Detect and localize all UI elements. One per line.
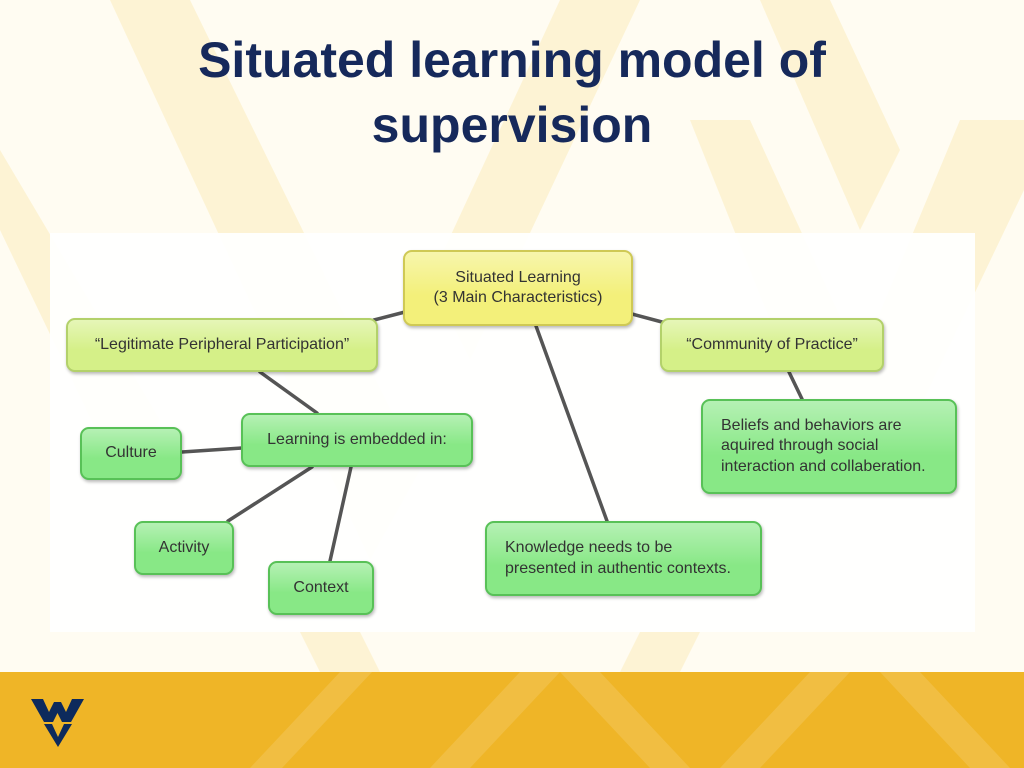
node-situated-learning-line: Situated Learning	[455, 268, 581, 286]
footer-stripe	[720, 672, 850, 768]
diagram-connectors	[180, 310, 804, 563]
footer-stripe-pattern	[250, 672, 1010, 768]
connector-embedded-to-context	[328, 465, 353, 563]
footer-stripe	[880, 672, 1010, 768]
logo-w-shape	[31, 699, 84, 722]
footer-stripe	[430, 672, 560, 768]
node-community-label: “Community of Practice”	[686, 335, 858, 353]
connector-root-to-community	[630, 312, 664, 324]
footer-band	[0, 672, 1024, 768]
node-activity-label: Activity	[158, 538, 210, 556]
connector-embedded-to-culture	[180, 446, 244, 454]
node-community-of-practice: “Community of Practice”	[660, 318, 884, 372]
footer-stripe	[250, 672, 372, 768]
node-culture: Culture	[80, 427, 182, 480]
node-activity: Activity	[134, 521, 234, 575]
slide-title: Situated learning model of supervision	[198, 32, 826, 153]
node-situated-learning: Situated Learning (3 Main Characteristic…	[403, 250, 633, 326]
background-chevron	[620, 632, 700, 672]
node-beliefs-line: aquired through social	[721, 437, 879, 455]
node-knowledge: Knowledge needs to be presented in authe…	[485, 521, 762, 596]
node-context-label: Context	[293, 578, 349, 596]
node-beliefs: Beliefs and behaviors are aquired throug…	[701, 399, 957, 494]
connector-legitimate-to-embedded	[258, 370, 319, 415]
node-learning-embedded: Learning is embedded in:	[241, 413, 473, 467]
footer-stripe	[560, 672, 690, 768]
background-chevron	[760, 0, 900, 230]
connector-community-to-beliefs	[787, 370, 804, 401]
connector-root-to-knowledge	[534, 324, 609, 523]
node-culture-label: Culture	[105, 444, 157, 462]
node-legitimate-label: “Legitimate Peripheral Participation”	[94, 335, 350, 353]
logo-v-shape	[44, 724, 72, 747]
background-chevron	[300, 632, 380, 672]
node-embedded-label: Learning is embedded in:	[267, 430, 447, 448]
background-chevron	[690, 120, 1024, 470]
node-beliefs-line: interaction and collaberation.	[721, 457, 926, 475]
node-knowledge-line: presented in authentic contexts.	[505, 559, 731, 577]
connector-embedded-to-activity	[226, 465, 314, 523]
node-knowledge-line: Knowledge needs to be	[505, 539, 673, 556]
node-legitimate-peripheral-participation: “Legitimate Peripheral Participation”	[66, 318, 378, 372]
node-context: Context	[268, 561, 374, 615]
node-beliefs-line: Beliefs and behaviors are	[721, 416, 902, 434]
flying-wv-logo-icon	[31, 699, 84, 747]
connector-root-to-legitimate	[372, 310, 407, 322]
node-situated-learning-line: (3 Main Characteristics)	[433, 289, 603, 306]
